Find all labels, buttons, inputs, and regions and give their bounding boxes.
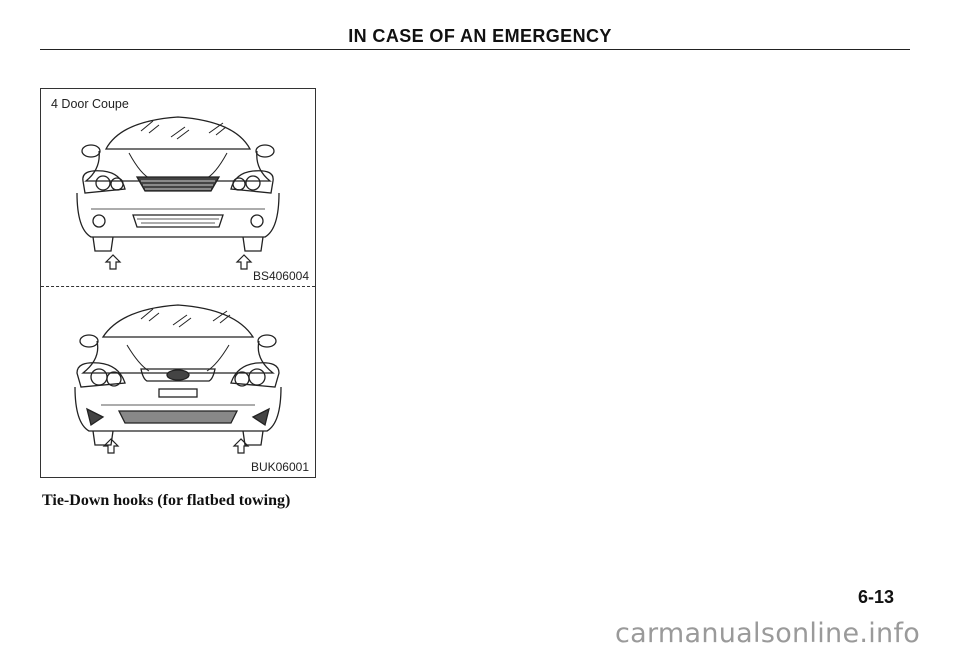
figure-code-bottom: BUK06001 — [250, 460, 309, 474]
figure-code-top: BS406004 — [252, 269, 309, 283]
figure-divider — [41, 286, 315, 287]
car-front-illustration-top — [76, 116, 280, 270]
watermark: carmanualsonline.info — [615, 618, 921, 649]
tie-down-figure: 4 Door Coupe BS406004 — [40, 88, 316, 478]
figure-caption: Tie-Down hooks (for flatbed towing) — [42, 492, 291, 509]
title-rule — [40, 49, 910, 50]
figure-label-4-door-coupe: 4 Door Coupe — [51, 97, 129, 111]
car-front-illustration-bottom — [74, 304, 282, 454]
page-title: IN CASE OF AN EMERGENCY — [348, 26, 612, 46]
page-number: 6-13 — [858, 587, 895, 607]
